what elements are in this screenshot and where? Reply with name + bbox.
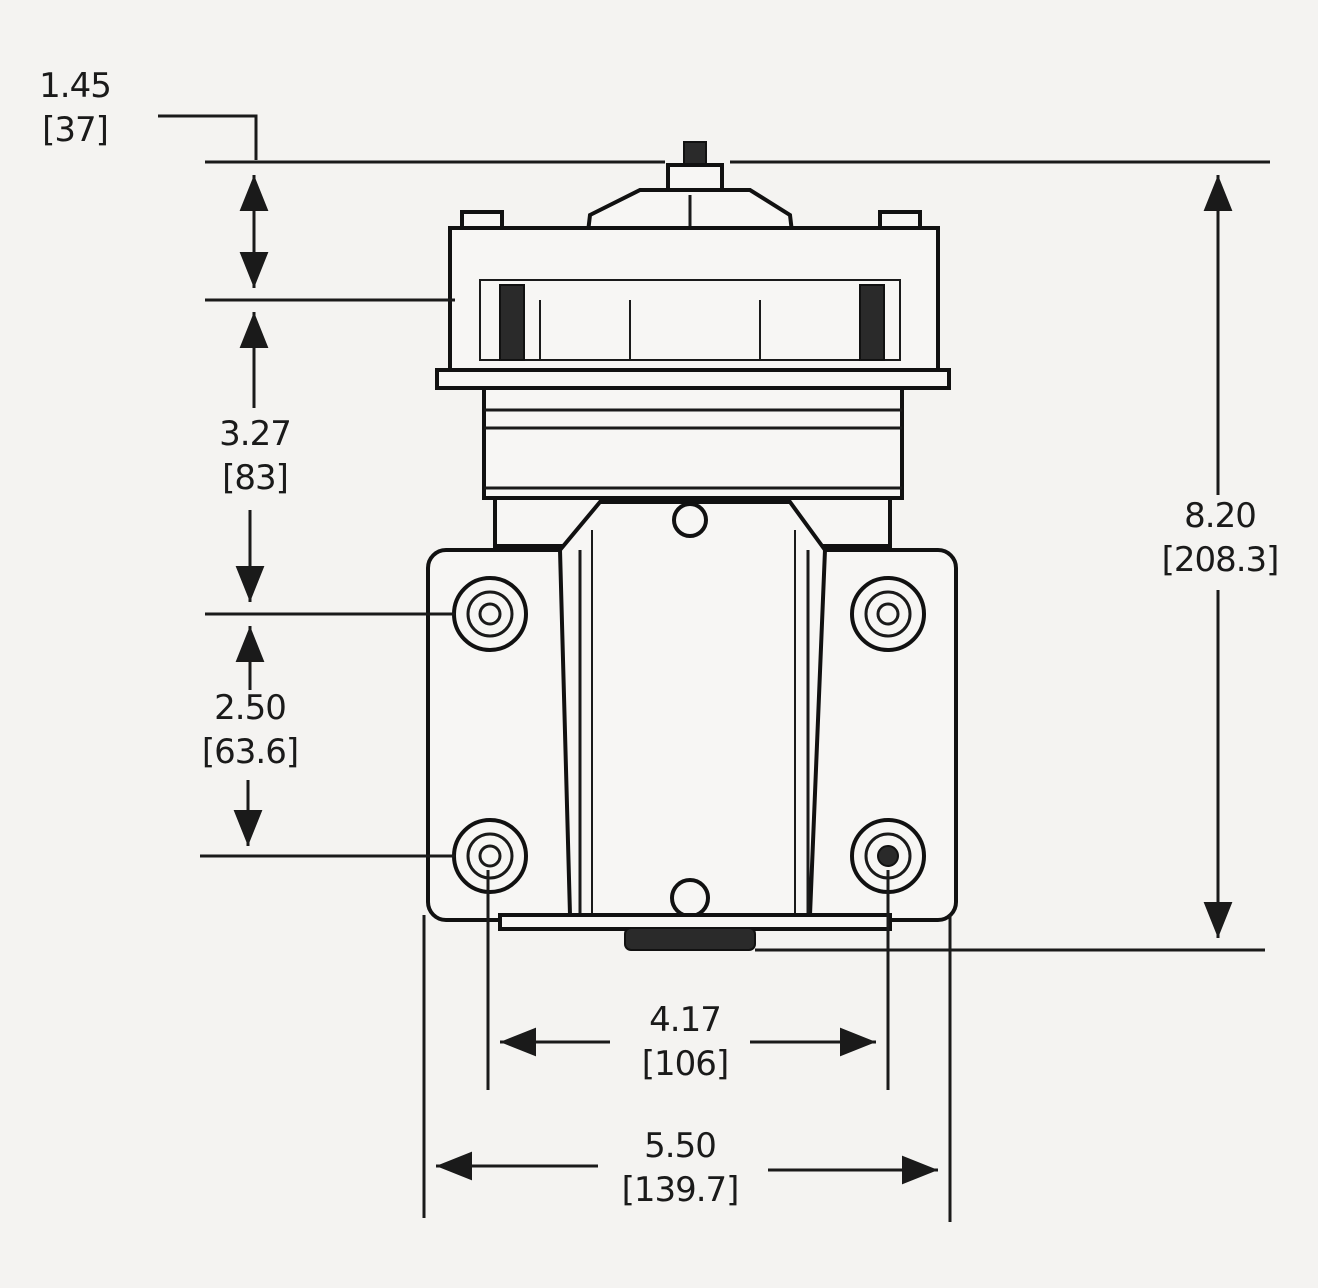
mount-hole-icon — [850, 818, 926, 894]
dimension-label-total-height: 8.20 [208.3] — [1161, 496, 1280, 580]
pump-body — [426, 141, 958, 951]
dimension-label-mount-spacing-vertical: 2.50 [63.6] — [201, 688, 299, 772]
mount-hole-icon — [452, 576, 528, 652]
dimension-label-top-offset: 1.45 [37] — [39, 66, 112, 150]
extension-lines — [158, 114, 1270, 1222]
dimension-label-total-width: 5.50 [139.7] — [621, 1126, 740, 1210]
dimension-label-upper-height: 3.27 [83] — [219, 414, 292, 498]
mount-hole-icon — [850, 576, 926, 652]
dimension-label-mount-spacing-horizontal: 4.17 [106] — [641, 1000, 729, 1084]
dimension-arrows — [233, 175, 1233, 1185]
mount-hole-icon — [452, 818, 528, 894]
